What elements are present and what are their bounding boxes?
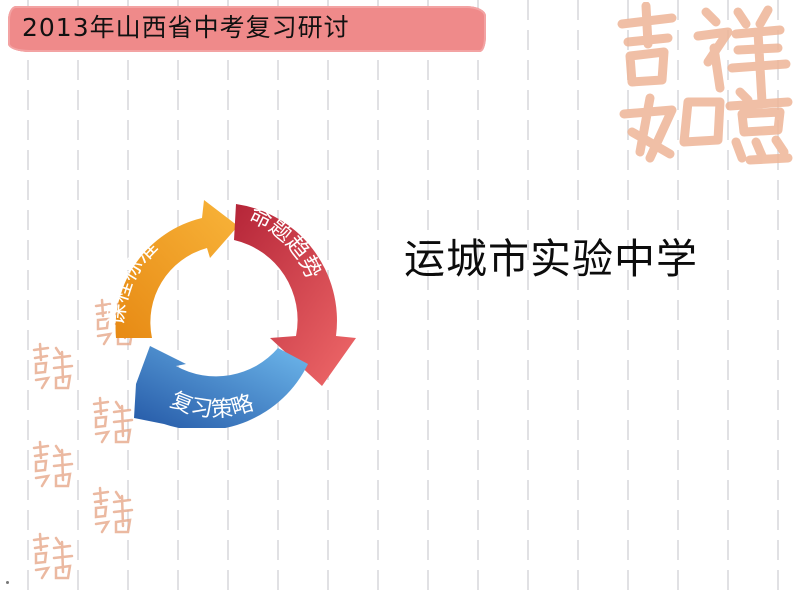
auspicious-seal-logo — [617, 2, 793, 165]
review-cycle-diagram: 课程标准 命题趋势 复习策略 — [104, 200, 356, 428]
small-seal-3 — [92, 396, 134, 444]
small-seal-4 — [32, 440, 74, 488]
small-seal-2 — [32, 342, 74, 390]
cycle-arc-exam-trend — [234, 204, 356, 386]
small-seal-6 — [32, 532, 74, 580]
small-seal-5 — [92, 486, 134, 534]
corner-dot — [6, 581, 9, 584]
cycle-arc-curriculum — [115, 200, 238, 338]
title-banner — [8, 6, 486, 52]
school-name: 运城市实验中学 — [404, 235, 698, 283]
cycle-arc-review-strategy — [134, 346, 308, 428]
page-title: 2013年山西省中考复习研讨 — [22, 13, 350, 42]
